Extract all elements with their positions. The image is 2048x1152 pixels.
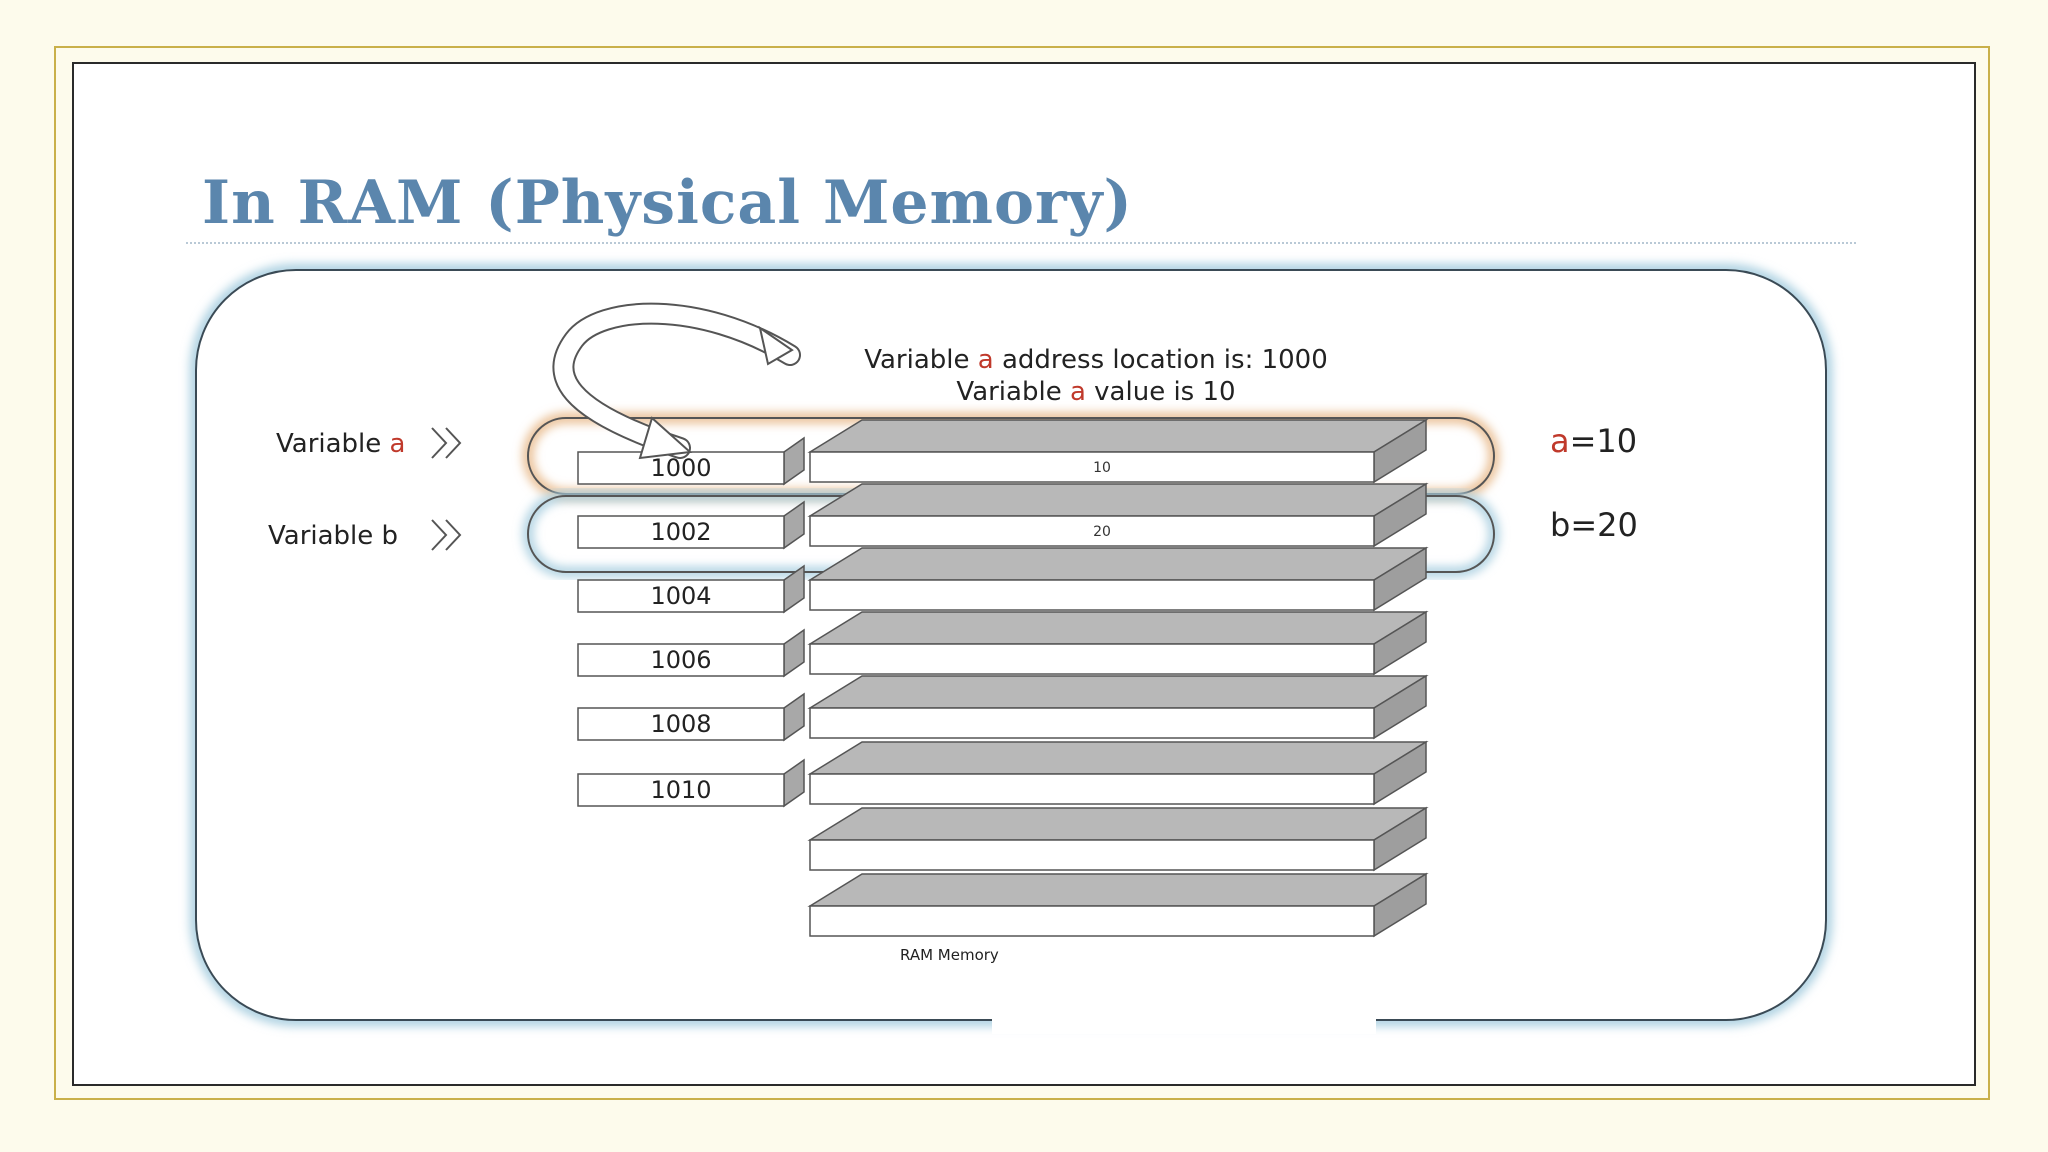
memory-cells: 10 20 — [810, 420, 1426, 936]
memory-cell: 20 — [810, 484, 1426, 546]
address-label: 1008 — [650, 710, 711, 738]
memory-cell-value: 10 — [1093, 460, 1111, 476]
memory-cell — [810, 548, 1426, 610]
address-label: 1002 — [650, 518, 711, 546]
memory-cell-value: 20 — [1093, 524, 1111, 540]
annotation-address: Variable a address location is: 1000 — [864, 345, 1328, 375]
address-label: 1004 — [650, 582, 711, 610]
address-label: 1010 — [650, 776, 711, 804]
variable-b-label: Variable b — [268, 521, 398, 551]
memory-cell — [810, 874, 1426, 936]
memory-cell — [810, 676, 1426, 738]
a-equals-label: a=10 — [1550, 422, 1637, 460]
ram-memory-caption: RAM Memory — [900, 946, 999, 964]
address-label: 1006 — [650, 646, 711, 674]
memory-cell: 10 — [810, 420, 1426, 482]
b-equals-label: b=20 — [1550, 506, 1638, 544]
memory-cell — [810, 612, 1426, 674]
memory-cell — [810, 808, 1426, 870]
memory-cell — [810, 742, 1426, 804]
variable-a-label: Variable a — [276, 429, 405, 459]
annotation-value: Variable a value is 10 — [956, 377, 1235, 407]
